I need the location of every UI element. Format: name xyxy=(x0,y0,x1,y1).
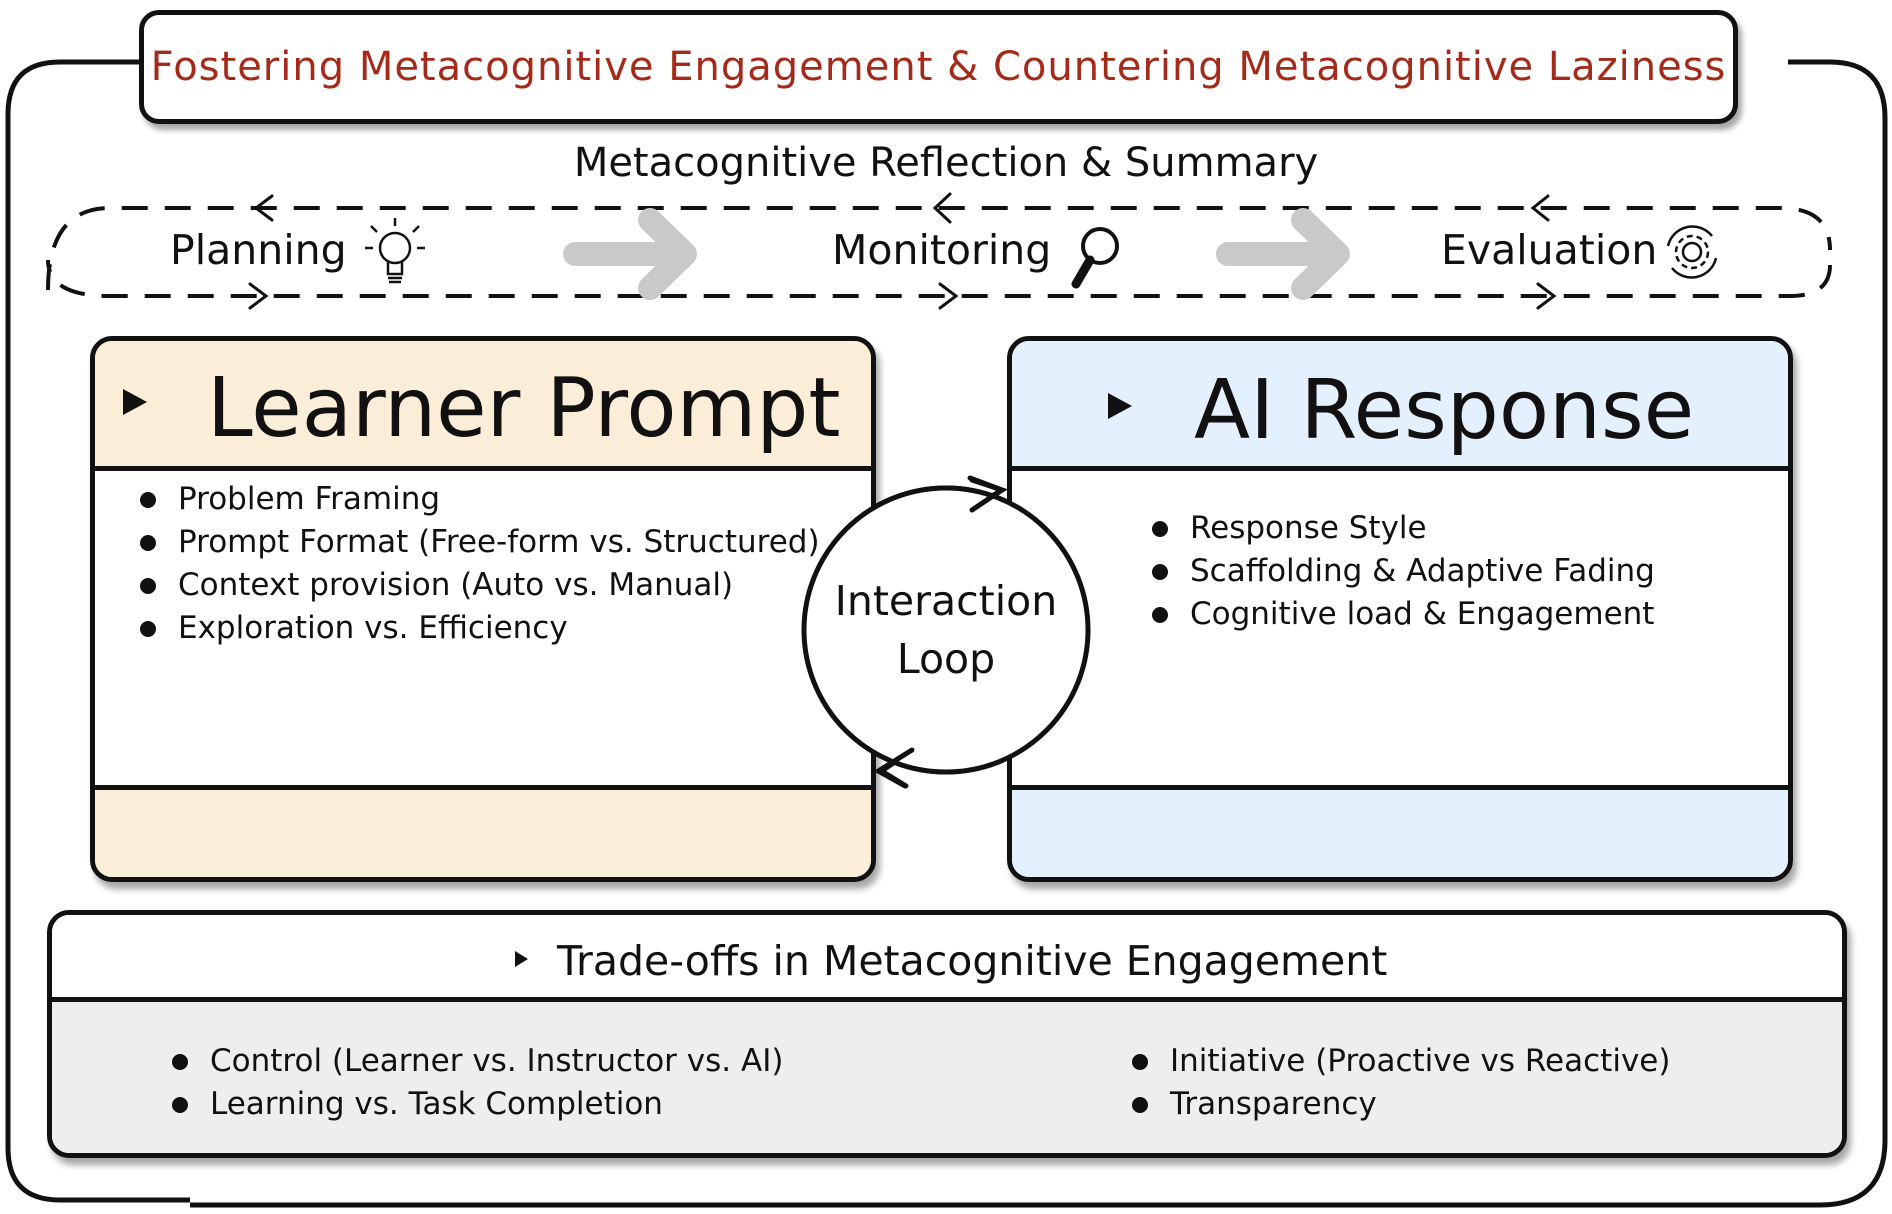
flow-arrow-2 xyxy=(1216,208,1350,300)
interaction-loop-line1: Interaction xyxy=(834,577,1058,625)
triangle-bullet-icon xyxy=(1108,393,1132,419)
diagram-title: Fostering Metacognitive Engagement & Cou… xyxy=(150,44,1727,90)
loop-chevrons xyxy=(248,192,1557,310)
tradeoffs-left-list: Control (Learner vs. Instructor vs. AI) … xyxy=(172,1040,783,1126)
flow-arrow-1 xyxy=(563,208,697,300)
list-item: Cognitive load & Engagement xyxy=(1152,593,1655,636)
list-item: Response Style xyxy=(1152,507,1655,550)
tradeoffs-panel: Trade-offs in Metacognitive Engagement C… xyxy=(47,910,1847,1158)
lightbulb-icon xyxy=(365,218,425,284)
learner-prompt-list: Problem Framing Prompt Format (Free-form… xyxy=(140,478,820,650)
list-item: Exploration vs. Efficiency xyxy=(140,607,820,650)
phase-planning: Planning xyxy=(170,226,347,274)
triangle-bullet-icon xyxy=(123,389,147,415)
title-box: Fostering Metacognitive Engagement & Cou… xyxy=(139,10,1738,124)
tradeoffs-title: Trade-offs in Metacognitive Engagement xyxy=(557,937,1388,985)
reflection-dashed-loop xyxy=(46,206,1832,298)
tradeoffs-body: Control (Learner vs. Instructor vs. AI) … xyxy=(52,1002,1842,1153)
gear-cycle-icon xyxy=(1666,225,1718,279)
list-item: Scaffolding & Adaptive Fading xyxy=(1152,550,1655,593)
list-item: Problem Framing xyxy=(140,478,820,521)
ai-response-header: AI Response xyxy=(1012,341,1788,471)
learner-prompt-panel: Learner Prompt Problem Framing Prompt Fo… xyxy=(90,336,876,882)
learner-prompt-footer xyxy=(95,785,871,877)
phase-evaluation: Evaluation xyxy=(1441,226,1658,274)
triangle-bullet-icon xyxy=(515,951,528,967)
interaction-loop-circle-overlay xyxy=(801,485,1091,775)
ai-response-list: Response Style Scaffolding & Adaptive Fa… xyxy=(1152,507,1655,636)
phase-monitoring: Monitoring xyxy=(832,226,1052,274)
magnifier-icon xyxy=(1071,227,1119,289)
list-item: Learning vs. Task Completion xyxy=(172,1083,783,1126)
loop-arrowheads-overlay xyxy=(875,475,1008,789)
ai-response-footer xyxy=(1012,785,1788,877)
interaction-loop-line2: Loop xyxy=(896,635,996,683)
learner-prompt-header: Learner Prompt xyxy=(95,341,871,471)
tradeoffs-right-list: Initiative (Proactive vs Reactive) Trans… xyxy=(1132,1040,1670,1126)
list-item: Context provision (Auto vs. Manual) xyxy=(140,564,820,607)
tradeoffs-header: Trade-offs in Metacognitive Engagement xyxy=(52,915,1842,1002)
ai-response-panel: AI Response Response Style Scaffolding &… xyxy=(1007,336,1793,882)
reflection-label: Metacognitive Reflection & Summary xyxy=(573,140,1319,186)
list-item: Prompt Format (Free-form vs. Structured) xyxy=(140,521,820,564)
interaction-loop-label: Interaction Loop xyxy=(826,572,1066,688)
list-item: Control (Learner vs. Instructor vs. AI) xyxy=(172,1040,783,1083)
ai-response-title: AI Response xyxy=(1194,363,1695,458)
outer-frame xyxy=(5,59,1888,1208)
list-item: Initiative (Proactive vs Reactive) xyxy=(1132,1040,1670,1083)
list-item: Transparency xyxy=(1132,1083,1670,1126)
learner-prompt-title: Learner Prompt xyxy=(207,361,841,456)
